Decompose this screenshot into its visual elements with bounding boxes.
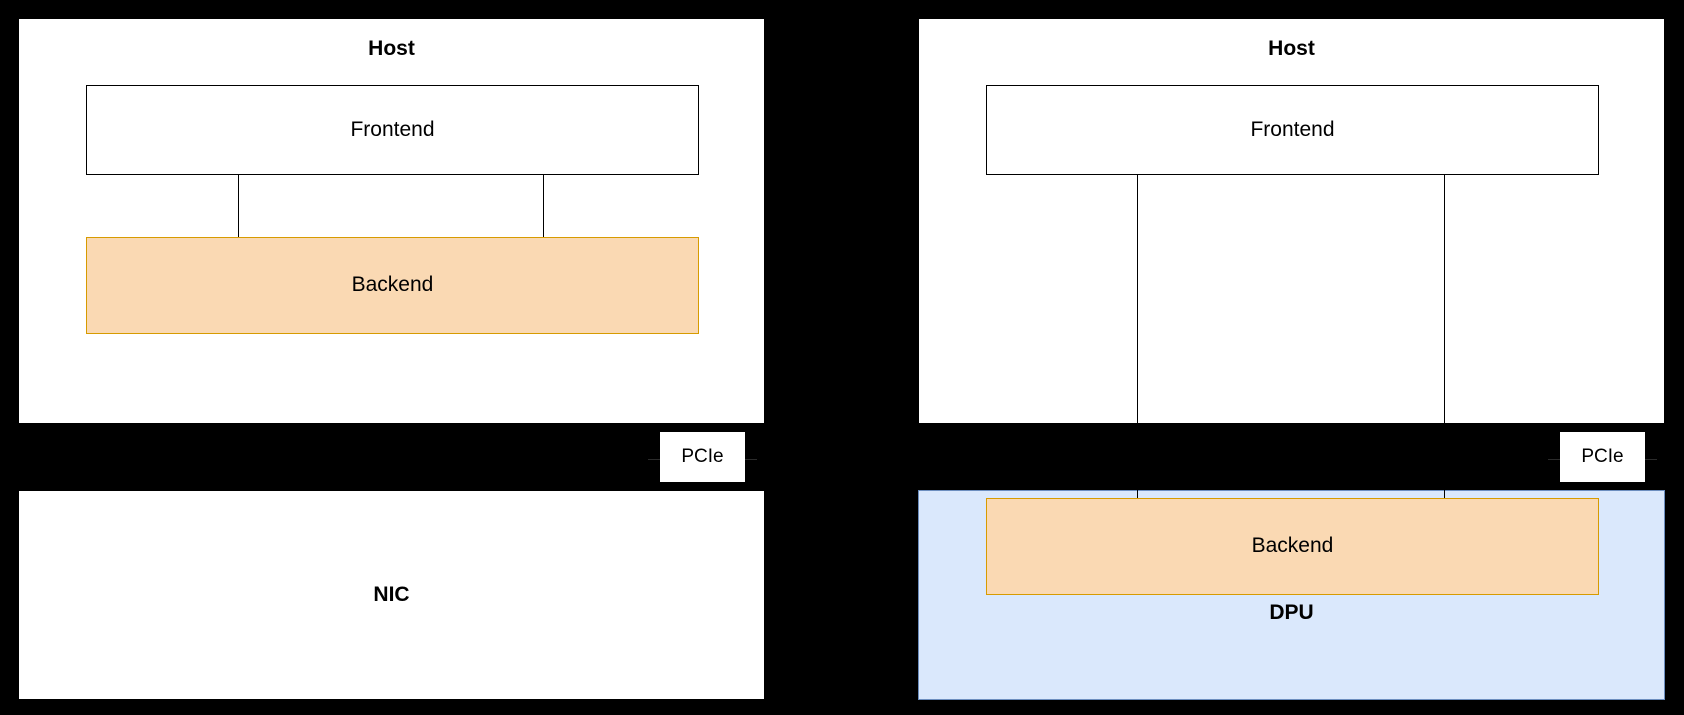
right-backend-box[interactable]: Backend (986, 498, 1599, 595)
left-host-label: Host (368, 37, 415, 60)
right-host-container[interactable]: Host (918, 18, 1665, 424)
right-frontend-label: Frontend (1250, 117, 1335, 141)
right-pcie-label-text: PCIe (1581, 446, 1624, 467)
left-frontend-box[interactable]: Frontend (86, 85, 699, 175)
left-frontend-label: Frontend (350, 117, 435, 141)
right-backend-label: Backend (1251, 534, 1334, 558)
right-connector-line-2-dpu-segment (1444, 490, 1445, 500)
left-connector-line-1 (238, 175, 239, 237)
left-pcie-label-text: PCIe (681, 446, 724, 467)
right-host-label: Host (1268, 37, 1315, 60)
right-pcie-label[interactable]: PCIe (1560, 432, 1645, 482)
right-connector-line-1-host-segment (1137, 175, 1138, 424)
left-pcie-label[interactable]: PCIe (660, 432, 745, 482)
right-connector-line-2-host-segment (1444, 175, 1445, 424)
right-dpu-label: DPU (1269, 600, 1314, 624)
left-backend-box[interactable]: Backend (86, 237, 699, 334)
right-connector-line-1-dpu-segment (1137, 490, 1138, 500)
left-nic-label: NIC (373, 582, 410, 606)
right-pcie-link-stub-right (1641, 459, 1657, 460)
left-host-container[interactable]: Host (18, 18, 765, 424)
right-pcie-link-stub-left (1548, 459, 1564, 460)
left-nic-container[interactable]: NIC (18, 490, 765, 700)
left-connector-line-2 (543, 175, 544, 237)
right-frontend-box[interactable]: Frontend (986, 85, 1599, 175)
left-backend-label: Backend (351, 273, 434, 297)
left-pcie-link-stub-right (741, 459, 757, 460)
left-pcie-link-stub-left (648, 459, 664, 460)
